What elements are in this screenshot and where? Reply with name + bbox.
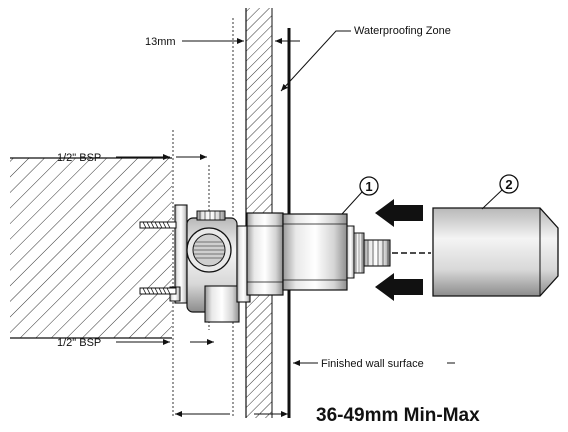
callout-1-number: 1 (365, 179, 372, 194)
insertion-arrow-top (375, 199, 423, 227)
thickness-label: 13mm (145, 36, 176, 48)
dimension-bsp-top: 1/2" BSP (57, 152, 207, 164)
callout-1: 1 (341, 176, 379, 215)
insertion-arrow-bottom (375, 273, 423, 301)
bsp-bottom-label: 1/2" BSP (57, 337, 101, 349)
mounting-screw-bottom (139, 287, 177, 295)
mounting-screw-top (139, 221, 177, 229)
dimension-min-max: 36-49mm Min-Max (175, 405, 480, 426)
callout-2-number: 2 (505, 177, 512, 192)
handle-trim (432, 207, 559, 297)
wall-cavity-hatch (10, 157, 172, 339)
waterproofing-zone-label: Waterproofing Zone (354, 25, 451, 37)
bsp-top-label: 1/2" BSP (57, 152, 101, 164)
finished-wall-surface-label: Finished wall surface (321, 358, 424, 370)
waterproofing-zone-callout: Waterproofing Zone (280, 25, 451, 92)
min-max-label: 36-49mm Min-Max (316, 405, 480, 426)
dimension-bsp-bottom: 1/2" BSP (57, 337, 214, 349)
dimension-13mm: 13mm (145, 36, 300, 48)
valve-body (186, 210, 240, 323)
spline-spindle (363, 239, 391, 267)
finished-wall-surface-callout: Finished wall surface (293, 358, 455, 370)
valve-sleeve (236, 212, 348, 303)
spindle-collar (346, 225, 365, 279)
callout-2: 2 (481, 174, 519, 210)
